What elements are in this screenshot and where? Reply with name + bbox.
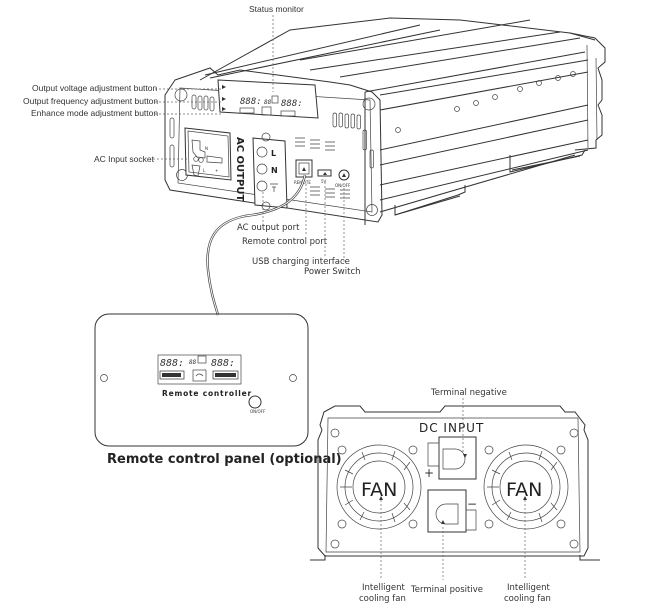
svg-text:ON/OFF: ON/OFF [250, 409, 266, 414]
remote-control-port-label: Remote control port [242, 237, 328, 247]
cooling-fan-left-label-1: Intelligent [362, 583, 406, 593]
ac-output-text: AC OUTPUT [234, 137, 245, 201]
front-vents-right [295, 112, 374, 199]
rear-panel: FAN FAN DC INPUT + − [310, 405, 600, 561]
remote-lcd-right-digits: 888: [211, 358, 235, 369]
terminal-l-label: L [271, 149, 276, 158]
lcd-mid-digits: 88 [264, 99, 272, 106]
inverter-callouts: Status monitor Output voltage adjustment… [23, 4, 361, 277]
inverter-body: 888: 88 888: N L + AC OUTPUT [164, 17, 606, 316]
power-switch-label: Power Switch [304, 267, 361, 277]
enhance-mode-button-label: Enhance mode adjustment button [31, 108, 158, 118]
terminal-n-label: N [271, 166, 278, 175]
usb-text: 5V [321, 179, 327, 184]
lcd-left-digits: 888: [240, 97, 262, 107]
status-monitor-label: Status monitor [249, 4, 304, 14]
cooling-fan-right-label-2: cooling fan [504, 594, 551, 604]
ac-output-port-label: AC output port [237, 223, 300, 233]
terminal-positive [427, 489, 477, 533]
cooling-fan-right-label-1: Intelligent [507, 583, 551, 593]
remote-controller-label: Remote controller [162, 389, 252, 398]
usb-charging-interface-label: USB charging interface [252, 257, 350, 267]
fan-right-text: FAN [506, 479, 542, 501]
fan-left-text: FAN [361, 479, 397, 501]
ac-output-port: L N [252, 132, 288, 211]
lcd-right-digits: 888: [281, 99, 303, 109]
minus-sign: − [467, 497, 477, 511]
output-frequency-button-label: Output frequency adjustment button [23, 96, 158, 106]
ground-icon [270, 183, 278, 192]
dc-input-text: DC INPUT [419, 421, 484, 435]
remote-onoff-button: ON/OFF [248, 395, 266, 414]
svg-text:+: + [215, 168, 218, 173]
remote-control-panel: 888: 88 888: Remote controller ON/OFF [94, 313, 309, 447]
power-switch: ON/OFF [335, 169, 351, 188]
right-cooling-fan: FAN [483, 444, 569, 530]
rear-screws [330, 428, 579, 549]
status-monitor-lcd: 888: 88 888: [217, 79, 319, 119]
plus-sign: + [424, 466, 434, 480]
rear-callouts: Terminal negative Intelligent cooling fa… [359, 388, 551, 604]
switch-text: ON/OFF [335, 183, 351, 188]
cooling-fan-left-label-2: cooling fan [359, 594, 406, 604]
remote-control-panel-title: Remote control panel (optional) [107, 452, 342, 467]
left-cooling-fan: FAN [336, 444, 422, 530]
usb-port: 5V [317, 169, 332, 184]
output-voltage-button-label: Output voltage adjustment button [32, 83, 157, 93]
ac-input-socket: N L + [184, 127, 232, 181]
ac-input-socket-label: AC Input socket [94, 154, 155, 164]
remote-lcd-left-digits: 888: [160, 358, 184, 369]
terminal-negative [427, 436, 477, 480]
svg-text:L: L [203, 168, 206, 173]
svg-text:N: N [205, 146, 208, 151]
remote-lcd-mid-digits: 88 [189, 359, 197, 366]
side-screws [395, 71, 576, 133]
terminal-negative-label: Terminal negative [430, 388, 507, 398]
terminal-positive-label: Terminal positive [410, 585, 483, 595]
